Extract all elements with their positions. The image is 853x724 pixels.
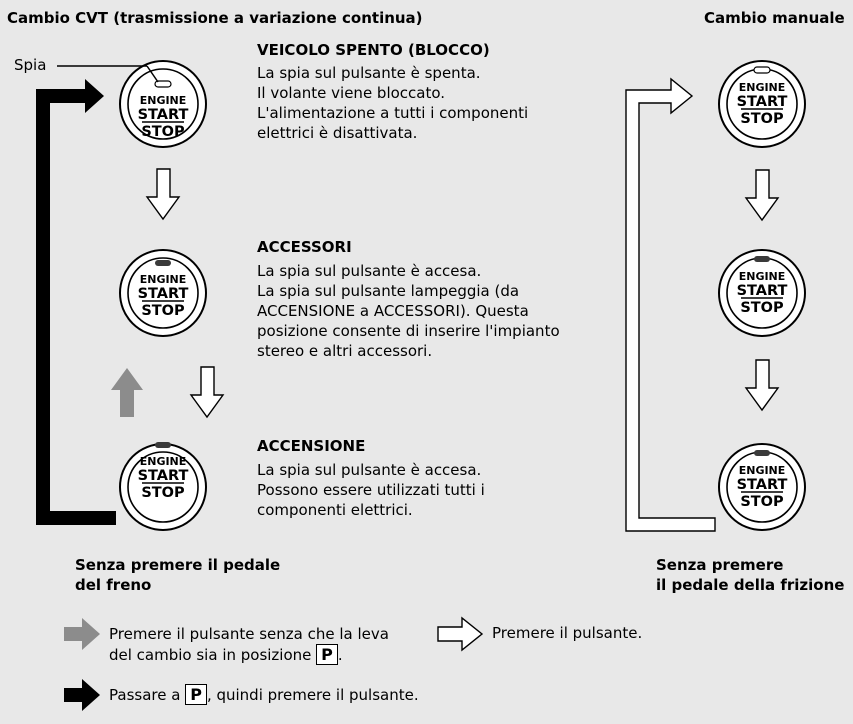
legend-text: Passare a bbox=[109, 686, 181, 704]
indicator-light-on bbox=[754, 450, 770, 456]
description-line: Possono essere utilizzati tutti i bbox=[257, 481, 485, 499]
button-engine-text: ENGINE bbox=[739, 270, 786, 283]
mode-ignition-title: ACCENSIONE bbox=[257, 437, 366, 455]
button-stop-text: STOP bbox=[740, 111, 784, 127]
manual-button-accessory: ENGINE START STOP bbox=[718, 249, 806, 337]
indicator-light-on bbox=[155, 260, 171, 266]
legend-text: del cambio sia in posizione bbox=[109, 646, 312, 664]
mode-off-description: La spia sul pulsante è spenta. Il volant… bbox=[257, 63, 528, 143]
note-line: Senza premere bbox=[656, 556, 784, 574]
description-line: La spia sul pulsante lampeggia (da bbox=[257, 282, 520, 300]
mode-accessory-title: ACCESSORI bbox=[257, 238, 352, 256]
indicator-light-off bbox=[154, 80, 172, 88]
manual-button-off: ENGINE START STOP bbox=[718, 60, 806, 148]
cvt-section-title: Cambio CVT (trasmissione a variazione co… bbox=[7, 9, 423, 27]
down-arrow-manual-1 bbox=[744, 169, 780, 222]
button-start-text: START bbox=[138, 468, 189, 484]
manual-note: Senza premere il pedale della frizione bbox=[656, 555, 844, 595]
indicator-light-on bbox=[155, 442, 171, 448]
description-line: ACCENSIONE a ACCESSORI). Questa bbox=[257, 302, 529, 320]
legend-white-text: Premere il pulsante. bbox=[492, 624, 643, 642]
indicator-label: Spia bbox=[14, 56, 47, 74]
note-line: del freno bbox=[75, 576, 152, 594]
button-engine-text: ENGINE bbox=[739, 81, 786, 94]
button-start-text: START bbox=[737, 283, 788, 299]
button-start-text: START bbox=[138, 286, 189, 302]
description-line: Il volante viene bloccato. bbox=[257, 84, 446, 102]
manual-section-title: Cambio manuale bbox=[704, 9, 845, 27]
down-arrow-cvt-2 bbox=[189, 366, 225, 419]
manual-button-ignition: ENGINE START STOP bbox=[718, 443, 806, 531]
mode-ignition-description: La spia sul pulsante è accesa. Possono e… bbox=[257, 460, 485, 520]
description-line: La spia sul pulsante è accesa. bbox=[257, 262, 482, 280]
button-start-text: START bbox=[138, 107, 189, 123]
legend-white-arrow bbox=[437, 616, 484, 652]
button-stop-text: STOP bbox=[141, 485, 185, 501]
indicator-light-off bbox=[753, 66, 771, 74]
description-line: stereo e altri accessori. bbox=[257, 342, 433, 360]
button-stop-text: STOP bbox=[141, 303, 185, 319]
black-return-arrow bbox=[36, 79, 116, 525]
cvt-button-accessory: ENGINE START STOP bbox=[119, 249, 207, 337]
button-engine-text: ENGINE bbox=[140, 94, 187, 107]
cvt-note: Senza premere il pedale del freno bbox=[75, 555, 280, 595]
description-line: La spia sul pulsante è spenta. bbox=[257, 64, 481, 82]
legend-black-text: Passare a P, quindi premere il pulsante. bbox=[109, 684, 419, 706]
legend-text: , quindi premere il pulsante. bbox=[206, 686, 419, 704]
legend-gray-arrow bbox=[64, 618, 100, 650]
description-line: La spia sul pulsante è accesa. bbox=[257, 461, 482, 479]
button-engine-text: ENGINE bbox=[140, 273, 187, 286]
legend-line: del cambio sia in posizione P. bbox=[109, 644, 389, 666]
park-position-key: P bbox=[185, 684, 207, 705]
legend-black-arrow bbox=[64, 679, 100, 711]
button-start-text: START bbox=[737, 94, 788, 110]
button-stop-text: STOP bbox=[740, 494, 784, 510]
button-engine-text: ENGINE bbox=[739, 464, 786, 477]
down-arrow-manual-2 bbox=[744, 359, 780, 412]
button-stop-text: STOP bbox=[141, 124, 185, 140]
description-line: elettrici è disattivata. bbox=[257, 124, 418, 142]
note-line: Senza premere il pedale bbox=[75, 556, 281, 574]
down-arrow-cvt-1 bbox=[145, 168, 181, 221]
gray-up-arrow bbox=[111, 368, 143, 417]
description-line: posizione consente di inserire l'impiant… bbox=[257, 322, 560, 340]
mode-accessory-description: La spia sul pulsante è accesa. La spia s… bbox=[257, 261, 560, 361]
button-engine-text: ENGINE bbox=[140, 455, 187, 468]
legend-gray-text: Premere il pulsante senza che la leva de… bbox=[109, 624, 389, 666]
button-stop-text: STOP bbox=[740, 300, 784, 316]
mode-off-title: VEICOLO SPENTO (BLOCCO) bbox=[257, 41, 490, 59]
indicator-leader-line bbox=[57, 65, 159, 83]
button-start-text: START bbox=[737, 477, 788, 493]
legend-text: . bbox=[337, 646, 343, 664]
note-line: il pedale della frizione bbox=[656, 576, 845, 594]
cvt-button-off: ENGINE START STOP bbox=[119, 60, 207, 148]
description-line: L'alimentazione a tutti i componenti bbox=[257, 104, 529, 122]
legend-line: Premere il pulsante senza che la leva bbox=[109, 625, 389, 643]
cvt-button-ignition: ENGINE START STOP bbox=[119, 442, 207, 531]
indicator-light-on bbox=[754, 256, 770, 262]
white-return-arrow bbox=[625, 77, 716, 532]
park-position-key: P bbox=[316, 644, 338, 665]
description-line: componenti elettrici. bbox=[257, 501, 413, 519]
